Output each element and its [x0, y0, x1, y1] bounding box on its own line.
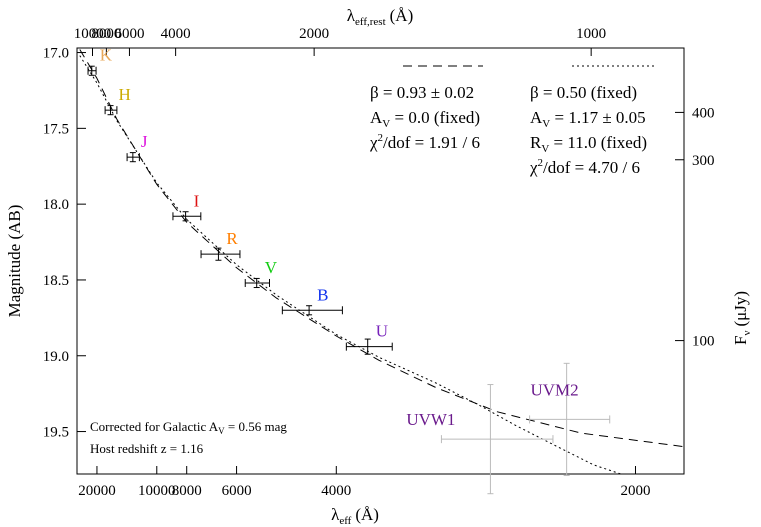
legend-dashed-beta: β = 0.93 ± 0.02 — [370, 83, 474, 102]
top-x-axis-label-unit: (Å) — [390, 6, 414, 25]
band-label: UVM2 — [530, 380, 578, 399]
top-x-tick-label: 6000 — [114, 26, 144, 42]
top-x-tick-label: 2000 — [299, 26, 329, 42]
top-x-tick-label: 4000 — [161, 26, 191, 42]
y-tick-label: 17.5 — [43, 121, 69, 137]
band-h-point: H — [104, 85, 131, 116]
legend-dotted-beta: β = 0.50 (fixed) — [530, 83, 637, 102]
band-label: H — [119, 85, 131, 104]
band-u-point: U — [345, 322, 393, 355]
plot-frame — [76, 47, 685, 475]
top-x-axis-label-subscript: eff,rest — [355, 16, 386, 28]
x-tick-label: 6000 — [222, 483, 252, 499]
y-axis-label: Magnitude (AB) — [5, 205, 24, 318]
x-tick-label: 20000 — [78, 483, 116, 499]
band-v-point: V — [244, 258, 278, 289]
right-y-axis-label-unit: (μJy) — [731, 291, 750, 327]
top-x-tick-label: 8000 — [91, 26, 121, 42]
band-label: UVW1 — [406, 410, 455, 429]
top-x-axis-label-symbol: λ — [347, 6, 356, 25]
legend-dashed-av: AV = 0.0 (fixed) — [370, 108, 480, 130]
y-tick-label: 18.0 — [43, 197, 69, 213]
x-tick-label: 8000 — [172, 483, 202, 499]
x-axis-label-symbol: λ — [331, 505, 340, 524]
band-label: J — [141, 132, 148, 151]
x-tick-label: 4000 — [321, 483, 351, 499]
band-uvm2-point: UVM2 — [529, 362, 611, 477]
band-uvw1-point: UVW1 — [406, 384, 554, 495]
top-x-tick-label: 1000 — [576, 26, 606, 42]
model-curves — [79, 49, 685, 475]
band-j-point: J — [126, 132, 148, 163]
band-label: K — [100, 46, 113, 65]
dotted-model-curve — [79, 55, 648, 475]
legend-dotted-chi2: χ2/dof = 4.70 / 6 — [529, 157, 640, 177]
left-y-axis-ticks: 17.0 17.5 18.0 18.5 19.0 19.5 — [43, 46, 86, 441]
y-tick-label: 19.5 — [43, 425, 69, 441]
host-redshift-note: Host redshift z = 1.16 — [90, 441, 204, 456]
band-label: V — [265, 258, 278, 277]
right-y-axis-ticks: 400 300 100 — [675, 105, 715, 350]
band-label: U — [376, 322, 388, 341]
legend: β = 0.93 ± 0.02 AV = 0.0 (fixed) χ2/dof … — [369, 65, 657, 177]
band-label: R — [226, 229, 238, 248]
x-tick-label: 10000 — [138, 483, 176, 499]
top-x-tick-label: 10000 — [74, 26, 112, 42]
right-y-axis-label: Fν (μJy) — [731, 291, 753, 345]
top-x-axis-label: λeff,rest (Å) — [347, 6, 414, 28]
legend-dotted-rv: RV = 11.0 (fixed) — [530, 133, 647, 155]
x-axis-label: λeff (Å) — [331, 505, 379, 527]
y-tick-label: 19.0 — [43, 349, 69, 365]
x-axis-label-subscript: eff — [339, 515, 351, 527]
photometry-points: K H J I R V B U UVW1 UVM2 — [87, 46, 611, 495]
band-label: B — [317, 285, 328, 304]
right-y-tick-label: 400 — [692, 105, 715, 121]
band-b-point: B — [281, 285, 343, 316]
galactic-extinction-note: Corrected for Galactic AV = 0.56 mag — [90, 419, 287, 436]
band-k-point: K — [87, 46, 113, 76]
legend-dotted-av: AV = 1.17 ± 0.05 — [530, 108, 646, 130]
x-axis-label-unit: (Å) — [355, 505, 379, 524]
right-y-tick-label: 300 — [692, 153, 715, 169]
band-r-point: R — [200, 229, 241, 261]
y-tick-label: 18.5 — [43, 273, 69, 289]
band-label: I — [194, 191, 200, 210]
legend-dashed-chi2: χ2/dof = 1.91 / 6 — [369, 132, 480, 152]
band-i-point: I — [172, 191, 202, 222]
right-y-axis-label-symbol: F — [731, 336, 750, 345]
right-y-axis-label-subscript: ν — [741, 331, 753, 336]
y-tick-label: 17.0 — [43, 46, 69, 62]
dashed-model-curve — [79, 49, 685, 448]
right-y-tick-label: 100 — [692, 334, 715, 350]
x-tick-label: 2000 — [620, 483, 650, 499]
